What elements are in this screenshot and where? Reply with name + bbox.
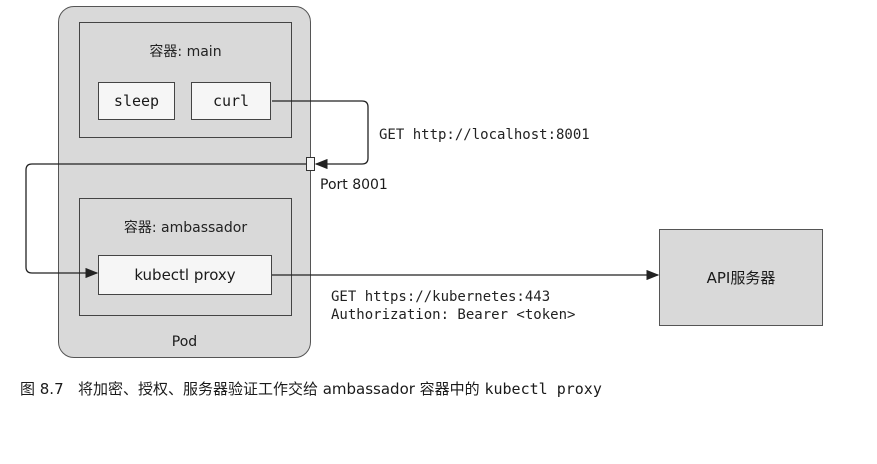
caption-text: 将加密、授权、服务器验证工作交给 ambassador 容器中的 bbox=[77, 380, 480, 398]
api-server-box: API服务器 bbox=[659, 229, 823, 326]
process-curl: curl bbox=[191, 82, 271, 120]
process-kubectl-proxy: kubectl proxy bbox=[98, 255, 272, 295]
caption-code: kubectl proxy bbox=[484, 380, 602, 398]
pod-label: Pod bbox=[171, 334, 198, 350]
curl-to-port-line bbox=[272, 100, 369, 170]
caption-prefix: 图 8.7 bbox=[20, 380, 64, 398]
port-to-kubectl-line bbox=[25, 163, 306, 279]
port-label: Port 8001 bbox=[320, 177, 388, 193]
remote-request-line2: Authorization: Bearer <token> bbox=[331, 307, 576, 323]
remote-request-line1: GET https://kubernetes:443 bbox=[331, 289, 551, 305]
local-request-label: GET http://localhost:8001 bbox=[379, 127, 590, 143]
container-ambassador-label: 容器: ambassador bbox=[123, 220, 248, 236]
port-8001-marker bbox=[306, 157, 315, 171]
container-main-label: 容器: main bbox=[149, 44, 222, 60]
process-sleep: sleep bbox=[98, 82, 175, 120]
figure-caption: 图 8.7 将加密、授权、服务器验证工作交给 ambassador 容器中的 k… bbox=[20, 378, 602, 399]
